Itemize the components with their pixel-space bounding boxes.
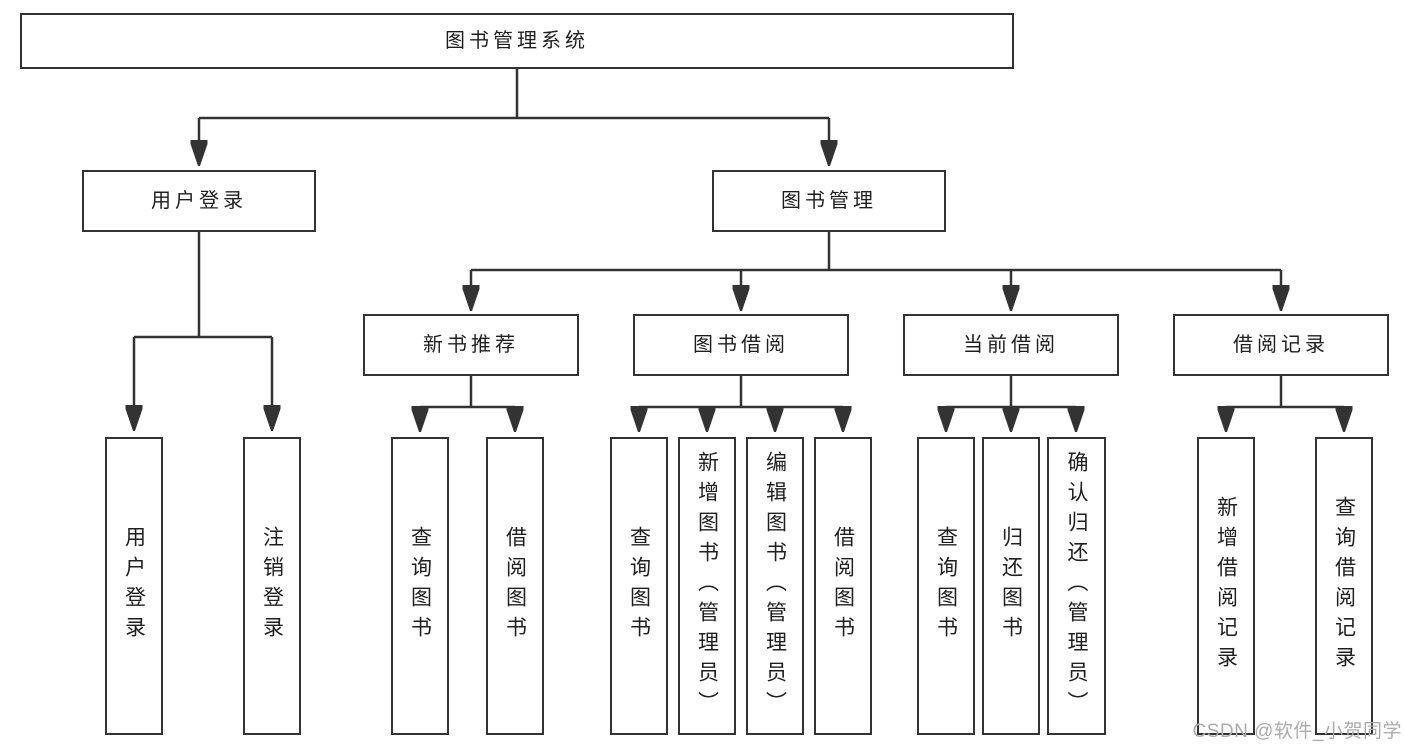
connector-book-borrow-split (639, 376, 843, 431)
leaf-records-add-borrow-record: 新增借阅记录 (1197, 437, 1255, 735)
leaf-borrow-edit-books-admin: 编辑图书（管理员） (746, 437, 804, 735)
leaf-current-confirm-return-admin: 确认归还（管理员） (1047, 437, 1106, 735)
node-label: 归还图书 (999, 526, 1023, 646)
node-label: 查询借阅记录 (1332, 496, 1356, 676)
node-current-borrowing: 当前借阅 (903, 314, 1119, 376)
node-label: 查询图书 (627, 526, 651, 646)
connector-borrow-records-split (1226, 376, 1344, 431)
node-label: 图书管理系统 (445, 30, 589, 52)
leaf-recommend-query-books: 查询图书 (391, 437, 449, 735)
node-label: 借阅记录 (1233, 334, 1329, 356)
node-label: 新增图书（管理员） (695, 451, 719, 721)
connector-new-book-split (420, 376, 515, 431)
leaf-current-query-books: 查询图书 (917, 437, 975, 735)
node-label: 注销登录 (260, 526, 284, 646)
leaf-records-query-borrow-record: 查询借阅记录 (1315, 437, 1373, 735)
leaf-current-return-books: 归还图书 (982, 437, 1040, 735)
node-label: 图书借阅 (693, 334, 789, 356)
node-label: 借阅图书 (503, 526, 527, 646)
node-new-book-recommendation: 新书推荐 (363, 314, 579, 376)
leaf-recommend-borrow-books: 借阅图书 (486, 437, 544, 735)
node-label: 借阅图书 (831, 526, 855, 646)
node-label: 编辑图书（管理员） (763, 451, 787, 721)
node-label: 新书推荐 (423, 334, 519, 356)
node-label: 确认归还（管理员） (1065, 451, 1088, 721)
node-label: 用户登录 (151, 190, 247, 212)
leaf-user-login: 用户登录 (105, 437, 163, 735)
leaf-borrow-borrow-books: 借阅图书 (814, 437, 872, 735)
connector-book-management-split (471, 232, 1281, 310)
node-label: 图书管理 (781, 190, 877, 212)
node-label: 新增借阅记录 (1214, 496, 1238, 676)
node-borrowing-records: 借阅记录 (1173, 314, 1389, 376)
node-label: 查询图书 (408, 526, 432, 646)
node-label: 当前借阅 (963, 334, 1059, 356)
connector-root-split (199, 69, 829, 165)
connector-user-login-split (134, 232, 272, 430)
node-book-management: 图书管理 (712, 170, 946, 232)
node-book-borrowing: 图书借阅 (633, 314, 849, 376)
node-library-management-system: 图书管理系统 (20, 13, 1014, 69)
leaf-borrow-query-books: 查询图书 (610, 437, 668, 735)
leaf-logout: 注销登录 (243, 437, 301, 735)
connector-current-borrow-split (946, 376, 1076, 431)
node-label: 用户登录 (122, 526, 146, 646)
node-user-login: 用户登录 (82, 170, 316, 232)
leaf-borrow-add-books-admin: 新增图书（管理员） (678, 437, 736, 735)
node-label: 查询图书 (934, 526, 958, 646)
